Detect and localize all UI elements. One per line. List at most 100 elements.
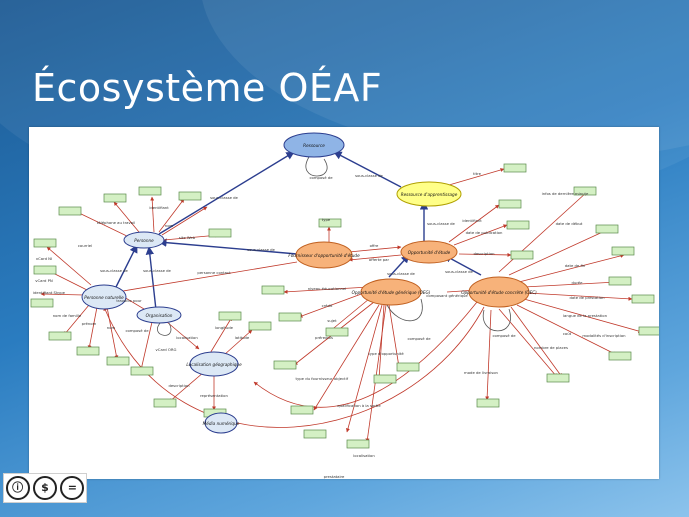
edge-label: sous-classe de <box>100 268 128 273</box>
edge-label: description <box>473 251 495 256</box>
node-personne <box>123 231 165 249</box>
edge-label: courriel <box>78 243 92 248</box>
node-label: Fournisseur d'opportunité d'étude <box>288 253 360 258</box>
node-label: Personne <box>134 238 154 243</box>
edge-label: mode de livraison <box>464 370 499 375</box>
edge-fournisseur-to-personne <box>158 238 298 255</box>
edge-label: prestataire <box>324 474 345 479</box>
node-label: Ressource <box>303 143 325 148</box>
edge-label: description <box>168 383 190 388</box>
edge-label: composé de <box>407 336 431 341</box>
edge-label: téléphone au travail <box>97 220 135 225</box>
edge-label: sous-classe de <box>387 271 415 276</box>
edge-label: qualification à la sortie <box>337 403 381 408</box>
edge-label: nom de famille <box>53 313 82 318</box>
edge-label: localisation <box>176 335 198 340</box>
slide-title: Écosystème OÉAF <box>32 66 383 110</box>
edge-organisation-to-personne <box>145 246 157 311</box>
edge-label: nombre de places <box>534 345 568 350</box>
edge-label: modalités d'inscription <box>582 333 626 338</box>
node-labels: Ressource Ressource d'apprentissage Four… <box>84 143 537 426</box>
edge-label: langue de la prestation <box>563 313 608 318</box>
edge-label: crédit <box>322 303 333 308</box>
edge-label: niveau éducationnel <box>308 286 347 291</box>
node-label: Localisation géographique <box>186 362 242 367</box>
edge-label: localisation <box>353 453 375 458</box>
edge-label: composé de <box>125 328 149 333</box>
self-loop-edges <box>157 156 511 336</box>
subclass-edges <box>115 151 482 311</box>
node-ressource-apprentissage <box>396 181 462 207</box>
edge-label: composé de <box>309 175 333 180</box>
node-label: Ressource d'apprentissage <box>401 192 458 197</box>
node-opportunite <box>400 240 458 264</box>
cc-by-icon: ⓘ <box>5 476 30 500</box>
edge-label: personne contact <box>197 270 231 275</box>
edge-label: composant générique <box>426 293 468 298</box>
license-badge[interactable]: ⓘ $ = <box>3 473 87 503</box>
edge-label: vCard PN <box>35 278 53 283</box>
node-media <box>204 412 238 434</box>
node-label: Opportunité d'étude concrète (OEC) <box>461 290 537 295</box>
edge-label: date de fin <box>565 263 586 268</box>
diagram-panel: Ressource Ressource d'apprentissage Four… <box>29 127 659 479</box>
edge-label: durée <box>572 280 584 285</box>
node-oeg <box>360 278 422 306</box>
node-localisation <box>189 351 239 377</box>
edge-label: sous-classe de <box>247 247 275 252</box>
node-personne-naturelle <box>81 284 127 310</box>
edge-label: type du fournisseur <box>296 376 333 381</box>
edge-label: date de prestation <box>569 295 605 300</box>
edge-label: nom <box>107 325 116 330</box>
cc-nc-icon: $ <box>32 476 57 500</box>
edge-label: sujet <box>327 318 337 323</box>
edge-label: composé de <box>492 333 516 338</box>
edge-label: coût <box>563 331 572 336</box>
edge-label: sous-classe de <box>427 221 455 226</box>
edge-label: travaille pour <box>116 298 142 303</box>
node-organisation <box>136 306 182 324</box>
edge-label: infos de dernière minute <box>542 191 589 196</box>
edge-personne-to-ressource <box>158 151 295 235</box>
value-boxes <box>30 163 659 449</box>
edge-label: identifiant Skype <box>33 290 66 295</box>
edge-label: date de publication <box>466 230 503 235</box>
node-fournisseur <box>295 241 353 269</box>
edge-label: type <box>322 217 331 222</box>
edge-label: représentation <box>200 393 228 398</box>
edge-label: prénom <box>82 321 97 326</box>
node-label: Personne naturelle <box>84 295 124 300</box>
property-edges <box>40 168 643 443</box>
edge-label: titre <box>473 171 482 176</box>
edge-label: date de début <box>556 221 583 226</box>
edge-label: objectif <box>334 376 349 381</box>
edge-label: identifiant <box>149 205 169 210</box>
edge-pers-nat-to-personne <box>115 244 138 288</box>
node-oec <box>468 276 530 308</box>
node-label: Opportunité d'étude générique (OEG) <box>352 290 431 295</box>
edge-label: sous-classe de <box>143 268 171 273</box>
edge-label: type d'opportunité <box>368 351 404 356</box>
node-ressource <box>283 132 345 158</box>
edge-label: sous-classe de <box>445 269 473 274</box>
edge-label: offre <box>370 243 379 248</box>
edge-label: identifiant <box>462 218 482 223</box>
edge-label: site Web <box>179 235 196 240</box>
edge-label: sous-classe de <box>210 195 238 200</box>
edge-label: vCard NI <box>36 256 52 261</box>
edge-labels: composé de sous-classe de sous-classe de… <box>33 171 626 479</box>
node-label: Organisation <box>146 313 173 318</box>
ontology-diagram: Ressource Ressource d'apprentissage Four… <box>30 132 659 479</box>
node-label: Opportunité d'étude <box>408 250 451 255</box>
edge-label: sous-classe de <box>355 173 383 178</box>
edge-label: offerte par <box>369 257 390 262</box>
edge-label: vCard ORG <box>156 347 177 352</box>
edge-label: nom <box>165 223 174 228</box>
edge-label: prérequis <box>315 335 333 340</box>
cc-nd-icon: = <box>60 476 85 500</box>
edge-label: longitude <box>215 325 234 330</box>
nodes <box>81 132 530 434</box>
edge-ress-app-to-ressource <box>333 151 402 188</box>
node-label: Média numérique <box>203 421 240 426</box>
